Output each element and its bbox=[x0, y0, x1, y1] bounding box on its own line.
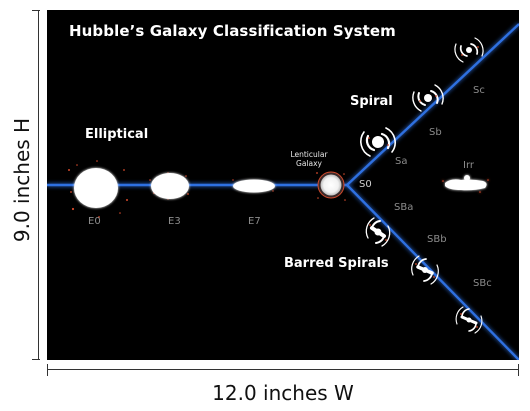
type-label-sc: Sc bbox=[473, 85, 485, 96]
galaxy-sbc bbox=[455, 306, 483, 334]
poster-title: Hubble’s Galaxy Classification System bbox=[69, 22, 396, 40]
hubble-poster: Hubble’s Galaxy Classification System El… bbox=[47, 10, 519, 360]
star-speckles bbox=[68, 160, 346, 218]
width-dimension-tick-left bbox=[47, 364, 48, 376]
galaxy-sb bbox=[412, 84, 444, 112]
galaxy-e0 bbox=[74, 168, 118, 208]
type-label-sb: Sb bbox=[429, 127, 442, 138]
lenticular-galaxy-label: Lenticular Galaxy bbox=[290, 150, 328, 168]
category-label-elliptical: Elliptical bbox=[85, 127, 149, 142]
type-label-s0: S0 bbox=[359, 179, 372, 190]
type-label-e7: E7 bbox=[248, 216, 261, 227]
type-label-sbb: SBb bbox=[427, 234, 447, 245]
galaxy-e7 bbox=[233, 179, 275, 193]
width-dimension-tick-right bbox=[518, 364, 519, 376]
type-label-irr: Irr bbox=[463, 160, 474, 171]
width-dimension-line bbox=[47, 369, 519, 370]
width-dimension-label: 12.0 inches W bbox=[212, 381, 354, 405]
spiral-branch-line bbox=[346, 23, 519, 186]
galaxy-sc bbox=[454, 37, 484, 63]
type-label-sbc: SBc bbox=[473, 278, 492, 289]
tuning-fork-diagram bbox=[47, 23, 519, 360]
height-dimension-tick-bottom bbox=[32, 359, 40, 360]
galaxy-e3 bbox=[151, 173, 189, 199]
height-dimension-line bbox=[38, 10, 39, 360]
branch-lines bbox=[47, 23, 519, 360]
galaxy-irr bbox=[442, 175, 489, 193]
galaxy-sba bbox=[365, 217, 391, 247]
type-label-sba: SBa bbox=[394, 202, 414, 213]
height-dimension-tick-top bbox=[32, 10, 40, 11]
type-label-sa: Sa bbox=[395, 156, 408, 167]
type-label-e0: E0 bbox=[88, 216, 101, 227]
galaxy-sa bbox=[360, 127, 396, 157]
category-label-barred-spirals: Barred Spirals bbox=[284, 256, 389, 271]
type-label-e3: E3 bbox=[168, 216, 181, 227]
height-dimension-label: 9.0 inches H bbox=[10, 117, 34, 243]
category-label-spiral: Spiral bbox=[350, 94, 393, 109]
galaxy-sbb bbox=[411, 255, 439, 285]
